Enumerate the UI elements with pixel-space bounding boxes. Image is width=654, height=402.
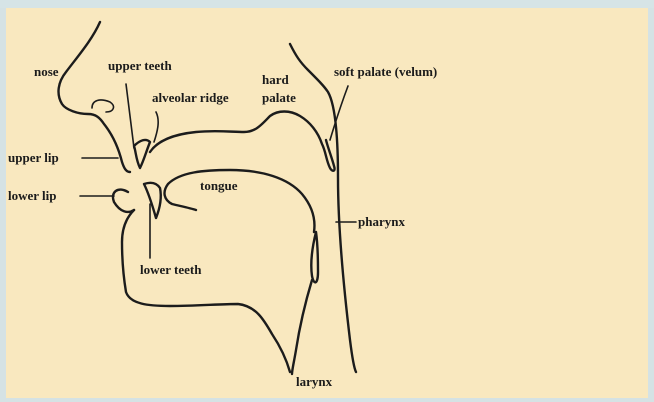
upper-teeth-shape [134,140,150,168]
label-soft-palate: soft palate (velum) [334,64,437,79]
pointer-soft-palate [330,86,348,140]
lower-teeth-shape [144,183,161,218]
label-upper-lip: upper lip [8,150,59,165]
epiglottis-shape [311,232,318,282]
label-tongue: tongue [200,178,238,193]
tongue-outline [165,170,315,232]
pointer-alveolar-ridge [154,112,158,142]
jaw-and-throat-outline [122,210,290,372]
label-lower-lip: lower lip [8,188,57,203]
label-alveolar-ridge: alveolar ridge [152,90,229,105]
palate-outline [150,112,335,171]
label-larynx: larynx [296,374,333,389]
nostril-shape [92,100,113,112]
label-nose: nose [34,64,59,79]
pointer-upper-teeth [126,84,134,148]
label-pharynx: pharynx [358,214,405,229]
larynx-front-wall [292,280,312,374]
face-profile-nose [59,22,130,172]
lower-lip-shape [113,190,134,212]
label-hard-palate-line2: palate [262,90,296,105]
label-upper-teeth: upper teeth [108,58,172,73]
label-hard-palate-line1: hard [262,72,290,87]
label-lower-teeth: lower teeth [140,262,202,277]
